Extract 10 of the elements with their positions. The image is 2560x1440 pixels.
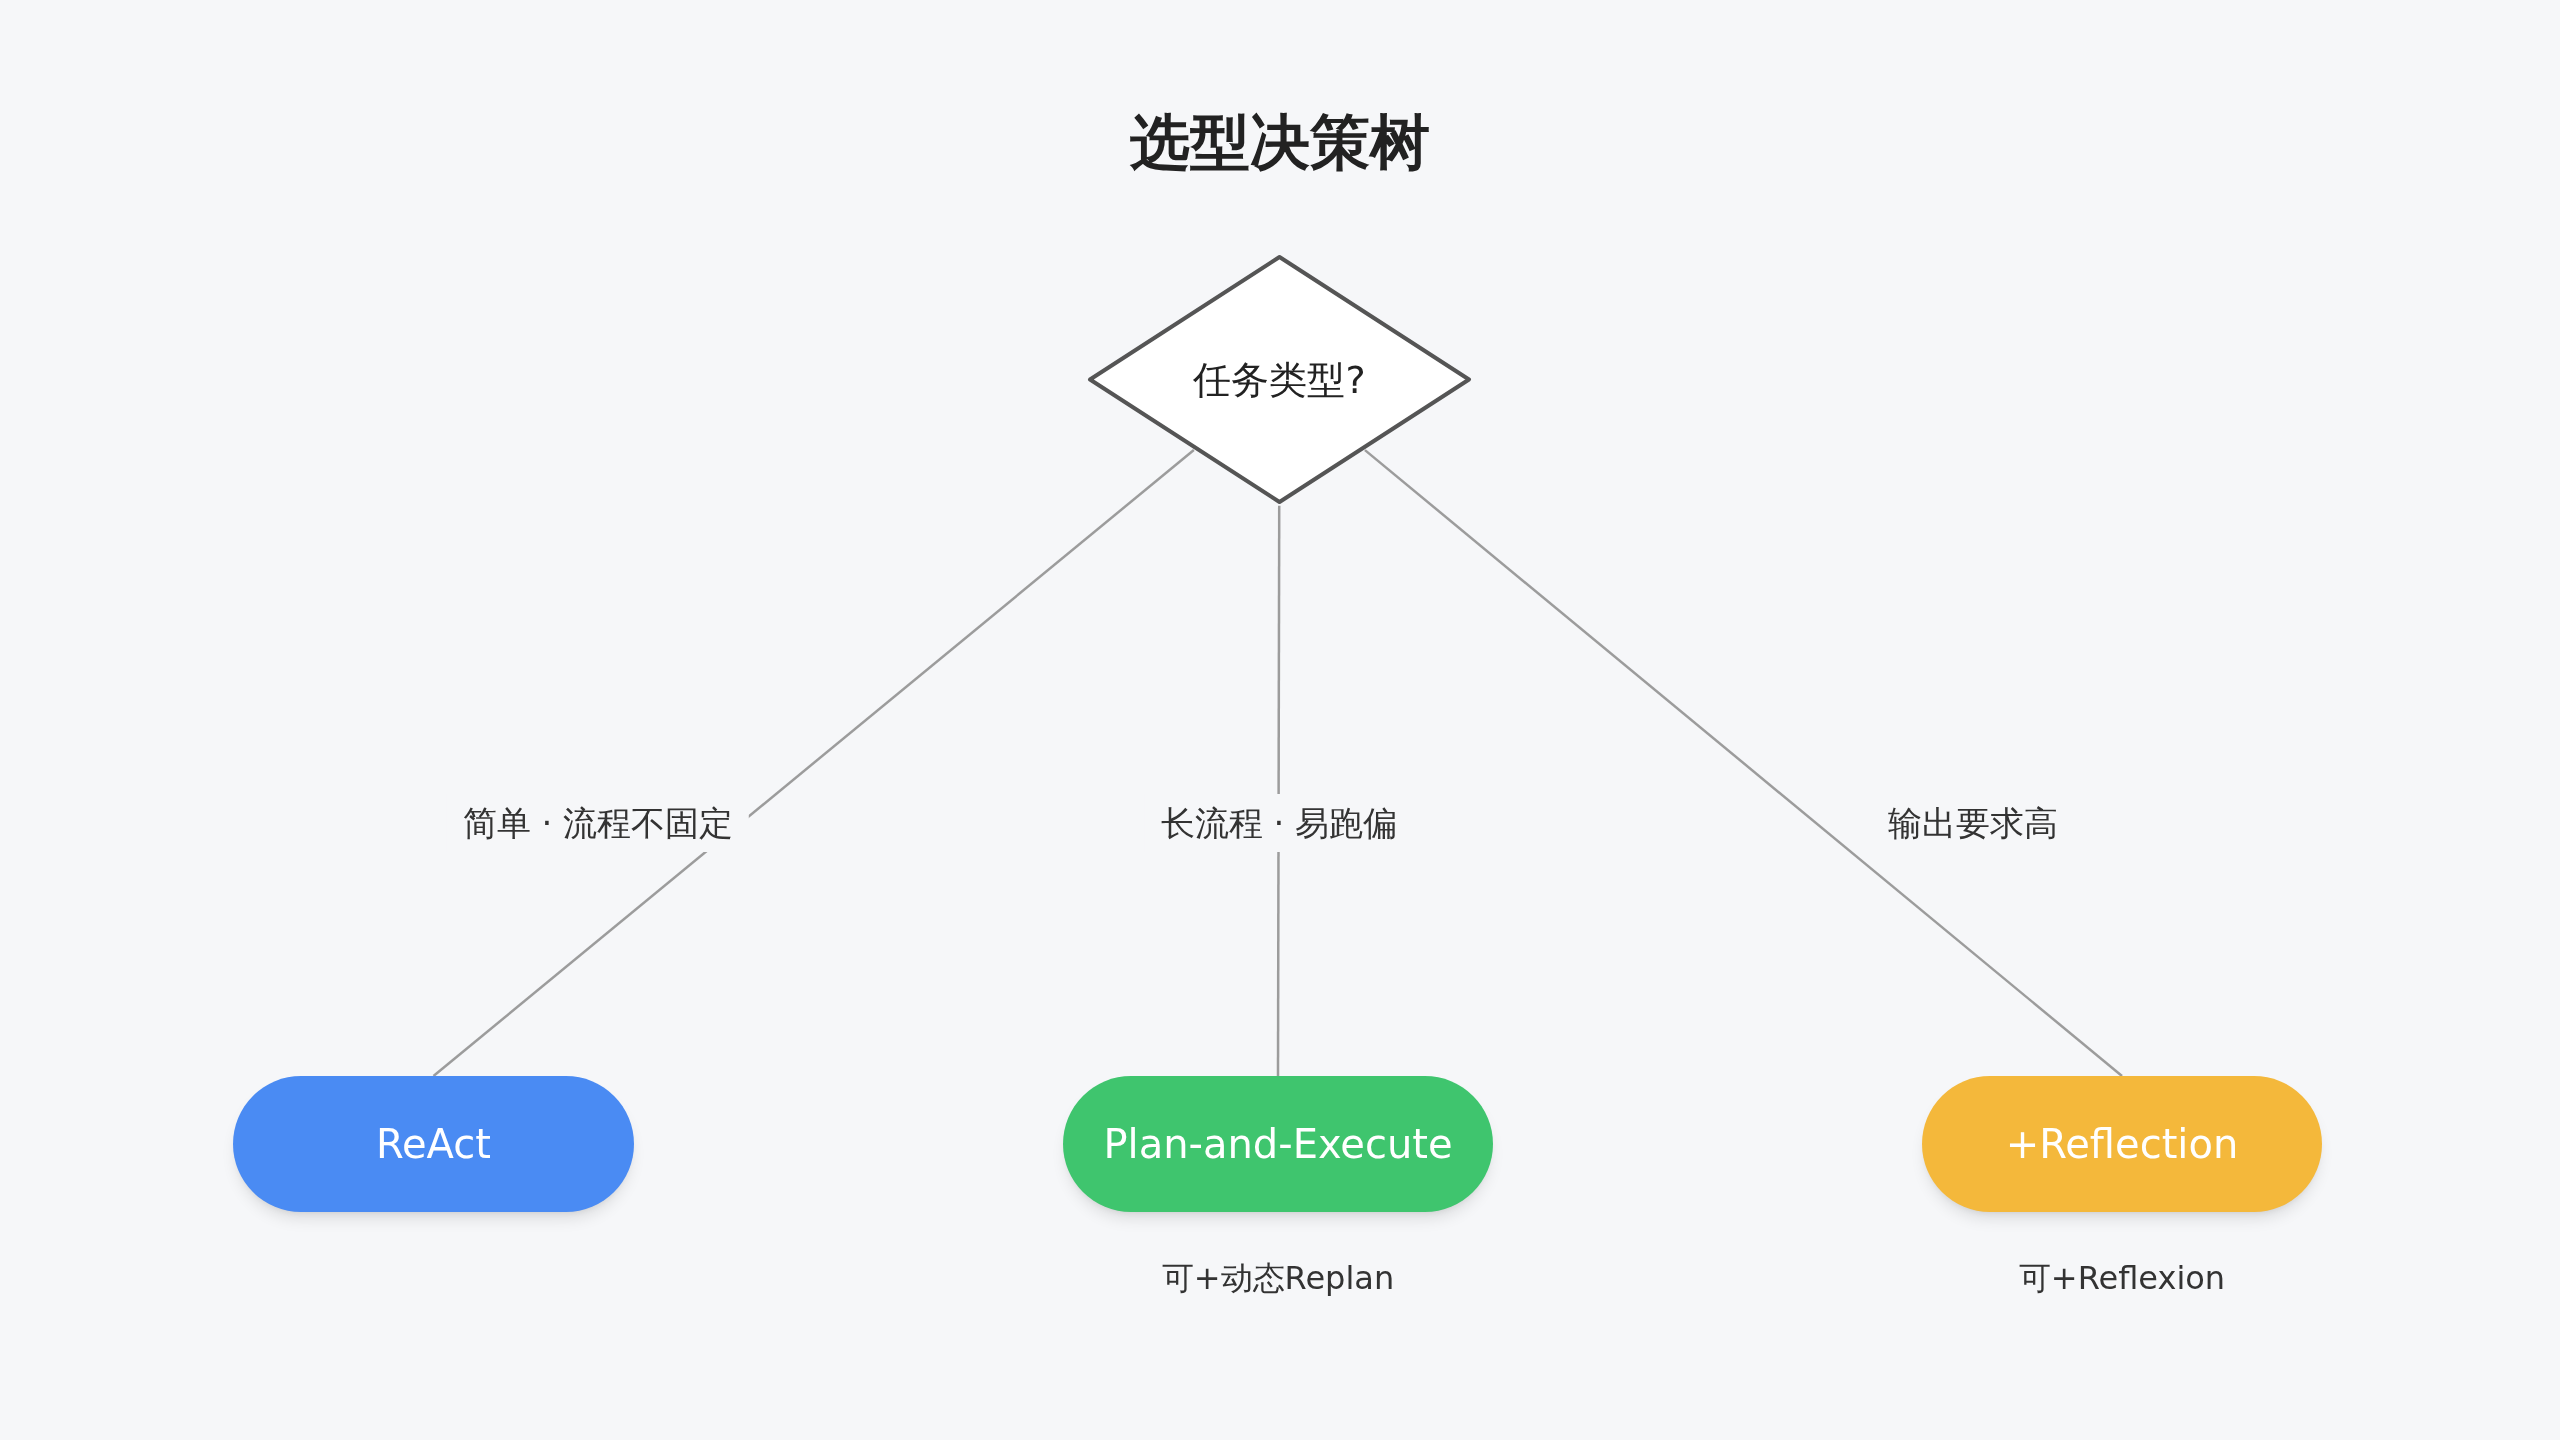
node-note: 可+动态Replan bbox=[1161, 1262, 1395, 1294]
connector-line bbox=[1276, 505, 1281, 1076]
node-text: Plan-and-Execute bbox=[1103, 1124, 1453, 1164]
connector-line bbox=[432, 449, 1195, 1077]
decision-text: 任务类型? bbox=[1193, 360, 1366, 399]
diagram-title: 选型决策树 bbox=[1129, 112, 1431, 172]
node-note: 可+Reflexion bbox=[2018, 1262, 2226, 1294]
node-text: +Reflection bbox=[2005, 1124, 2239, 1164]
connector-line bbox=[1364, 449, 2123, 1077]
node-text: ReAct bbox=[376, 1124, 491, 1164]
